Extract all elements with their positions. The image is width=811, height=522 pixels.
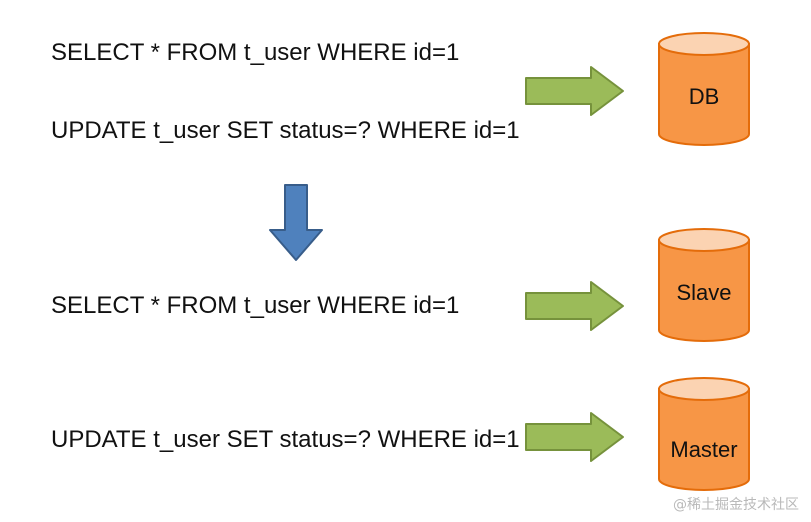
db-label: DB — [688, 84, 720, 109]
update-statement-top: UPDATE t_user SET status=? WHERE id=1 — [51, 117, 520, 144]
slave-label: Slave — [676, 280, 732, 305]
watermark: @稀土掘金技术社区 — [673, 497, 799, 513]
database-cylinder-icon — [658, 228, 750, 342]
db-cylinder: DB — [656, 30, 752, 148]
update-statement-bottom: UPDATE t_user SET status=? WHERE id=1 — [51, 426, 520, 453]
master-label: Master — [670, 437, 738, 462]
right-arrow-icon-db — [525, 66, 624, 116]
down-arrow-icon — [269, 184, 323, 261]
right-arrow-icon-slave — [525, 281, 624, 331]
slave-cylinder: Slave — [656, 226, 752, 344]
database-cylinder-icon — [658, 377, 750, 491]
select-statement-bottom: SELECT * FROM t_user WHERE id=1 — [51, 292, 460, 319]
master-cylinder: Master — [656, 375, 752, 493]
database-cylinder-icon — [658, 32, 750, 146]
select-statement-top: SELECT * FROM t_user WHERE id=1 — [51, 39, 460, 66]
right-arrow-icon-master — [525, 412, 624, 462]
